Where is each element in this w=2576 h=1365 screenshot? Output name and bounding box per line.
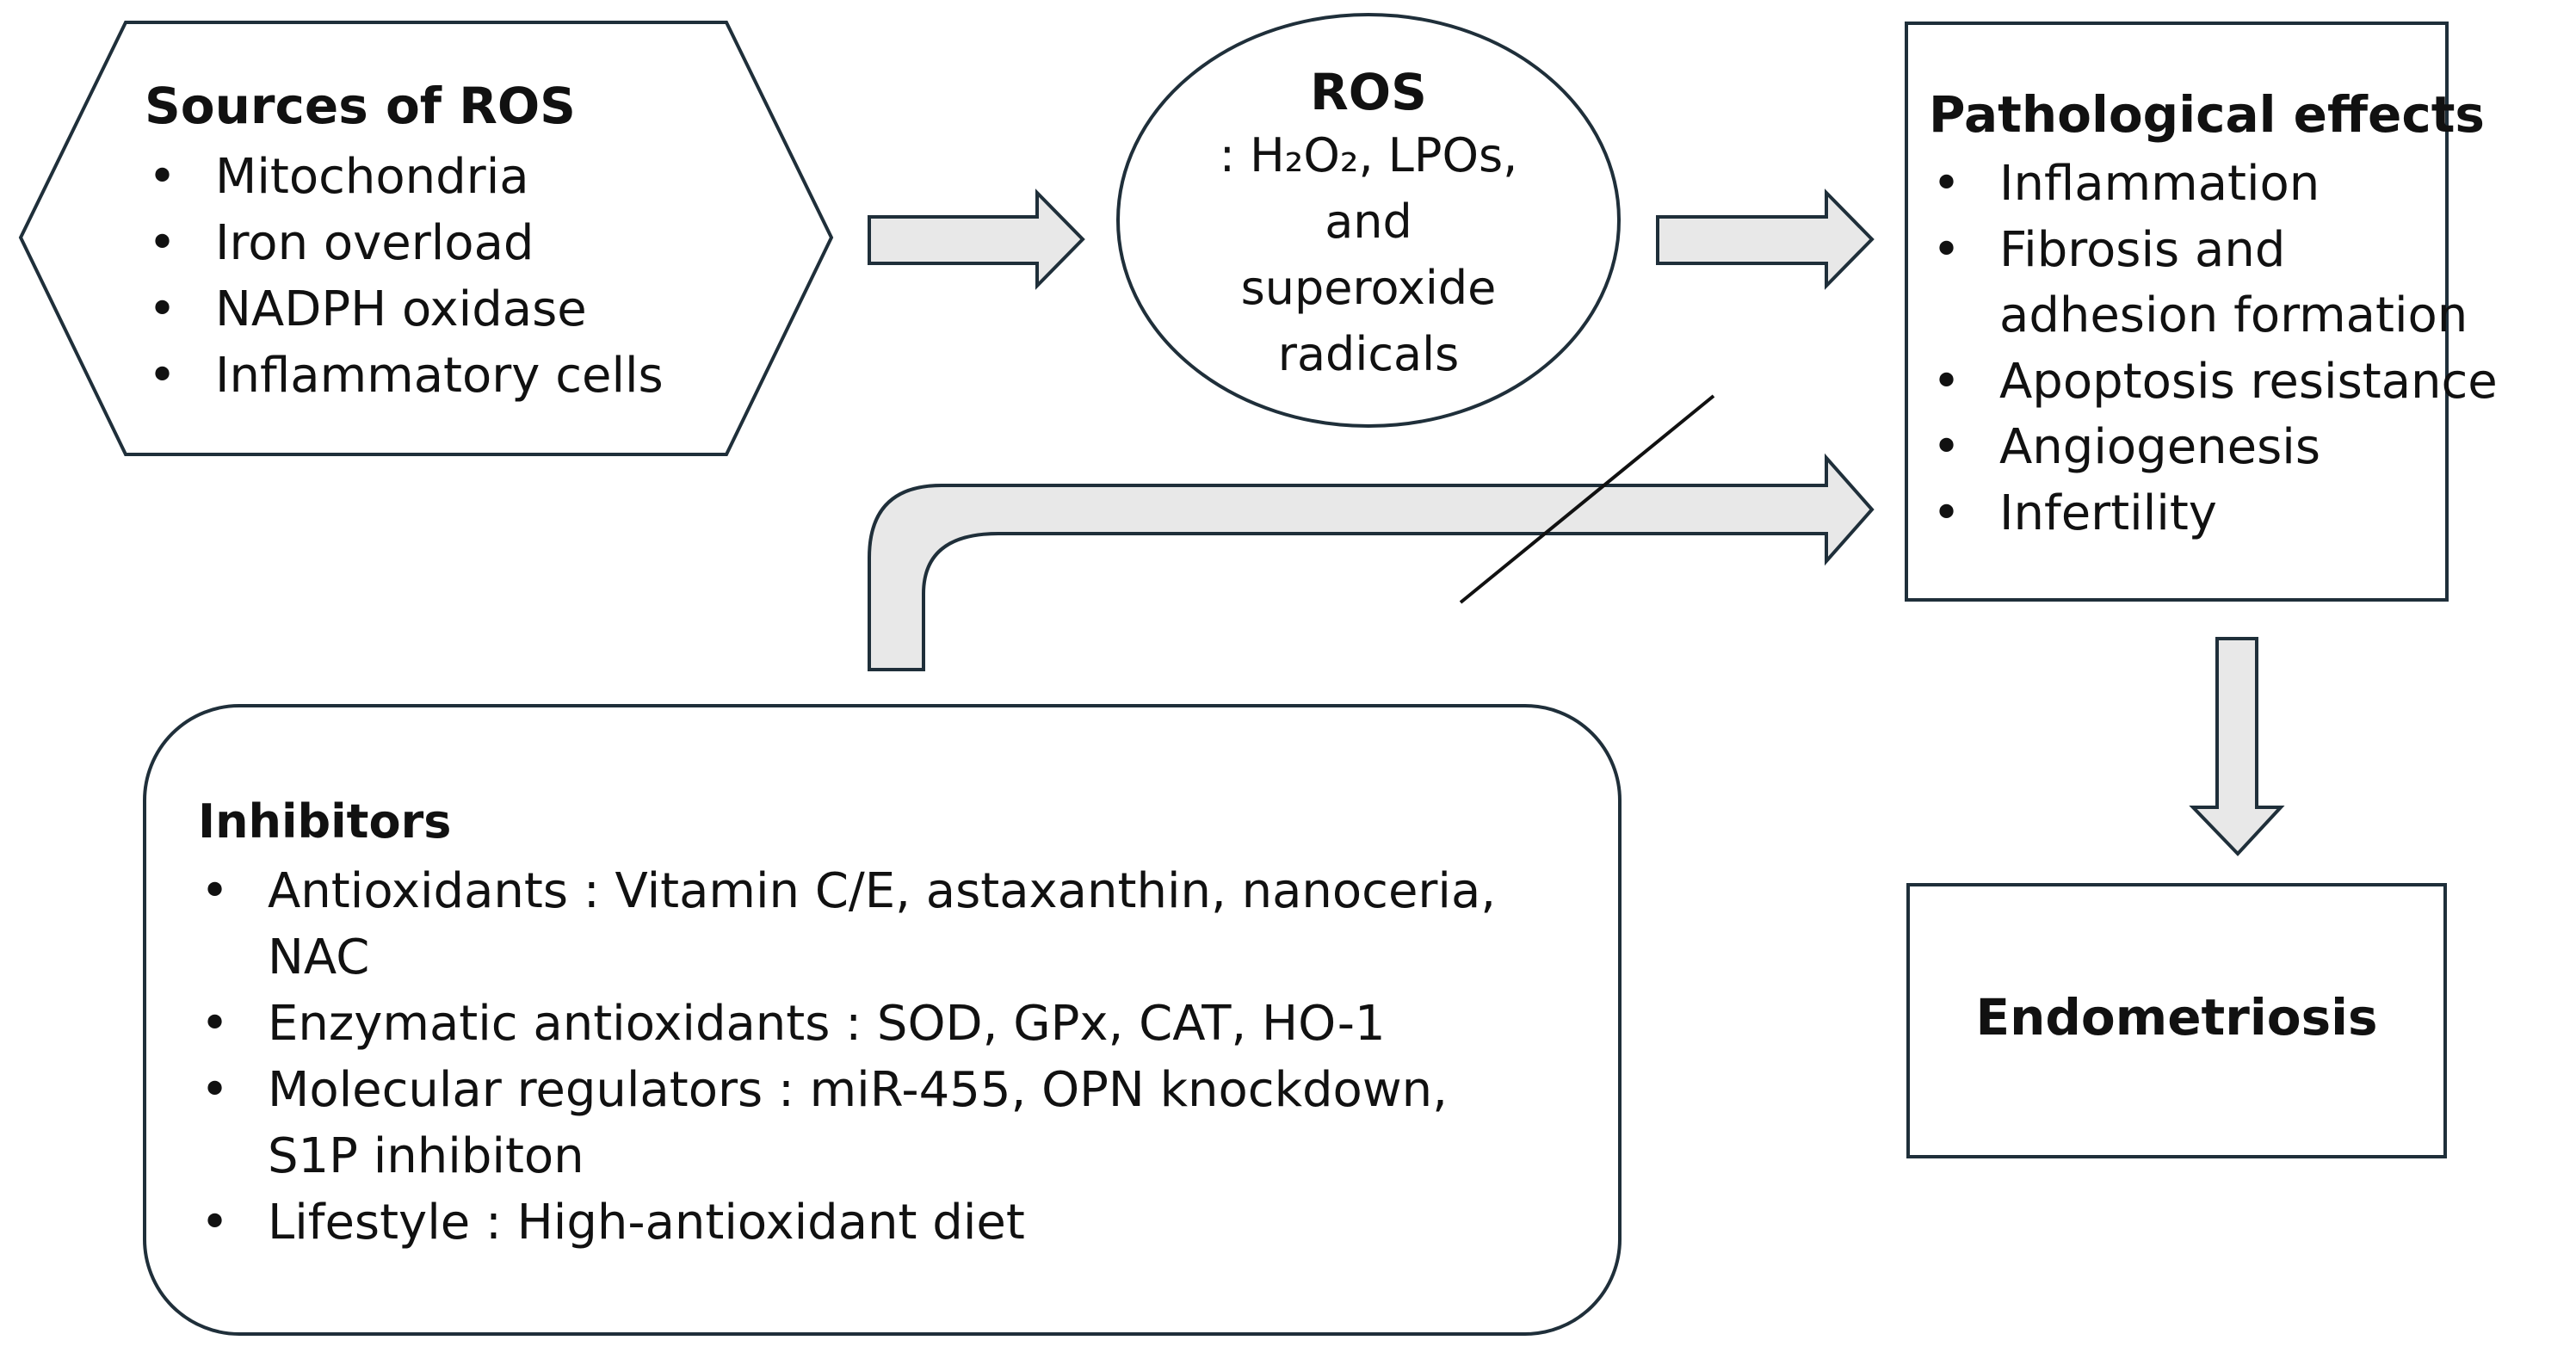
inhibitors-title: Inhibitors (198, 794, 452, 849)
endometriosis-label: Endometriosis (1975, 988, 2378, 1047)
pathological-item-line: Infertility (1999, 485, 2217, 541)
arrow-ros-to-pathological (1656, 188, 1875, 290)
pathological-item-line: Inflammation (1999, 156, 2320, 212)
pathological-item: Inflammation (1932, 151, 2498, 218)
inhibitors-item-line: NAC (268, 930, 370, 985)
ros-text: ROS : H₂O₂, LPOs, and superoxide radical… (1127, 62, 1609, 387)
pathological-item: Apoptosis resistance (1932, 349, 2498, 416)
inhibitors-item-line: S1P inhibiton (268, 1128, 584, 1184)
sources-item: Iron overload (148, 210, 664, 276)
sources-item: NADPH oxidase (148, 276, 664, 343)
pathological-title: Pathological effects (1929, 85, 2485, 144)
inhibition-slash (1459, 394, 1715, 604)
pathological-item: Infertility (1932, 481, 2498, 547)
pathological-item: Fibrosis and adhesion formation (1932, 218, 2498, 349)
arrow-inhibitors-to-pathological (868, 453, 1875, 671)
inhibitors-item-line: Lifestyle : High-antioxidant diet (268, 1195, 1025, 1251)
pathological-item-line: Angiogenesis (1999, 419, 2321, 475)
sources-title: Sources of ROS (145, 77, 576, 135)
pathological-item-line: Fibrosis and (1999, 221, 2286, 278)
pathological-list: Inflammation Fibrosis and adhesion forma… (1932, 151, 2498, 547)
sources-item: Mitochondria (148, 144, 664, 210)
inhibitors-item-line: Antioxidants : Vitamin C/E, astaxanthin,… (268, 863, 1497, 919)
inhibitors-item: Antioxidants : Vitamin C/E, astaxanthin,… (201, 858, 1496, 991)
ros-detail: : H₂O₂, LPOs, and superoxide radicals (1219, 128, 1518, 381)
arrow-pathological-to-endometriosis (2189, 637, 2285, 856)
inhibitors-item: Lifestyle : High-antioxidant diet (201, 1189, 1496, 1256)
endometriosis-box (1906, 883, 2447, 1158)
arrow-sources-to-ros (868, 188, 1085, 290)
inhibitors-item-line: Molecular regulators : miR-455, OPN knoc… (268, 1062, 1448, 1118)
pathological-item: Angiogenesis (1932, 415, 2498, 481)
inhibitors-item: Molecular regulators : miR-455, OPN knoc… (201, 1057, 1496, 1189)
sources-list: Mitochondria Iron overload NADPH oxidase… (148, 144, 664, 409)
ros-ellipse (1116, 13, 1621, 428)
sources-item: Inflammatory cells (148, 343, 664, 409)
inhibitors-item-line: Enzymatic antioxidants : SOD, GPx, CAT, … (268, 996, 1386, 1052)
inhibitors-list: Antioxidants : Vitamin C/E, astaxanthin,… (201, 858, 1496, 1256)
ros-title: ROS (1310, 63, 1427, 121)
inhibitors-item: Enzymatic antioxidants : SOD, GPx, CAT, … (201, 991, 1496, 1057)
pathological-item-line: Apoptosis resistance (1999, 353, 2498, 410)
pathological-item-line: adhesion formation (1999, 287, 2468, 343)
